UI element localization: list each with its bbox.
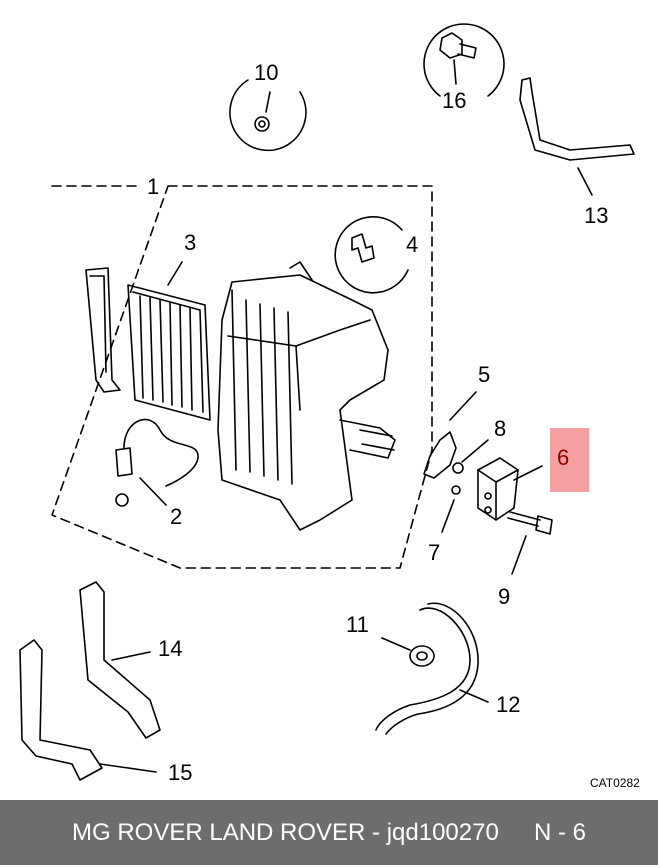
- part-9-bolt: [507, 511, 553, 575]
- callout-11: 11: [346, 612, 369, 637]
- part-6-valve: [477, 457, 543, 521]
- part-10-nut: [229, 79, 307, 152]
- part-8-oring: [452, 462, 464, 474]
- footer-bar: MG ROVER LAND ROVER - jqd100270 N - 6: [0, 800, 658, 865]
- evaporator-housing: [217, 261, 396, 531]
- callout-1: 1: [147, 174, 160, 199]
- callout-3: 3: [184, 230, 197, 255]
- part-3-filter: [127, 261, 211, 421]
- part-11-grommet: [381, 637, 435, 667]
- callout-15: 15: [168, 760, 193, 785]
- callout-12: 12: [496, 692, 521, 717]
- highlight-part-6: [550, 428, 589, 492]
- callout-5: 5: [478, 362, 491, 387]
- part-12-hose: [375, 602, 489, 735]
- callout-7: 7: [428, 540, 441, 565]
- part-15-bracket: [19, 639, 157, 781]
- part-4-clip: [334, 216, 409, 294]
- callout-14: 14: [158, 636, 183, 661]
- callout-10: 10: [254, 60, 279, 85]
- part-14-bracket: [79, 581, 161, 739]
- callout-6: 6: [557, 445, 570, 470]
- assembly-boundary: [51, 185, 433, 569]
- part-5-plate: [423, 391, 477, 479]
- part-13-bracket: [519, 77, 635, 196]
- footer-page-number: N - 6: [534, 819, 587, 846]
- callout-4: 4: [406, 232, 419, 257]
- part-2-sensor: [115, 418, 199, 507]
- callout-13: 13: [584, 203, 609, 228]
- footer-title: MG ROVER LAND ROVER - jqd100270: [72, 819, 499, 846]
- callout-9: 9: [498, 584, 511, 609]
- callout-8: 8: [494, 416, 507, 441]
- catalog-code: CAT0282: [590, 776, 640, 790]
- part-7-oring: [451, 485, 461, 495]
- left-strip-bracket: [85, 267, 121, 393]
- part-16-bolt: [423, 23, 505, 97]
- parts-diagram: [19, 23, 635, 781]
- callout-2: 2: [170, 504, 183, 529]
- callout-16: 16: [442, 88, 467, 113]
